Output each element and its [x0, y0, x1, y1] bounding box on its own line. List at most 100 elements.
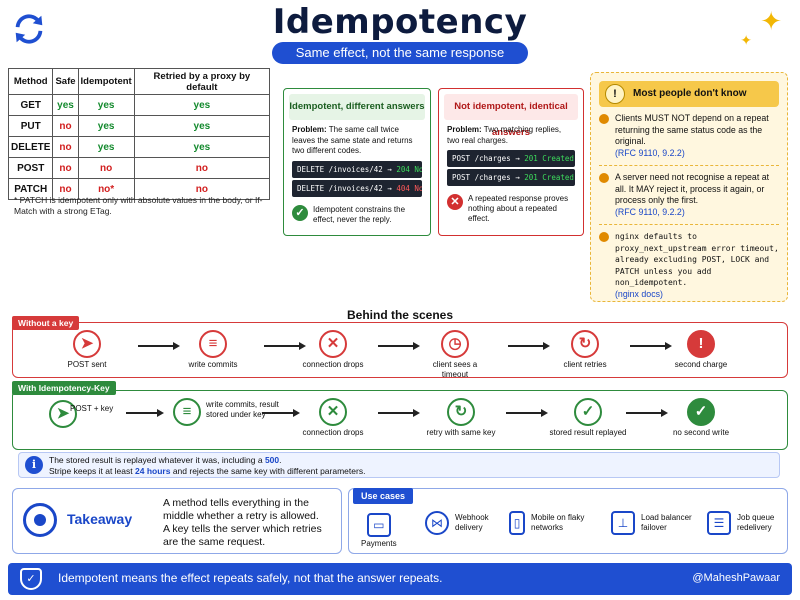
list-item: Clients MUST NOT depend on a repeat retu…	[599, 113, 779, 159]
use-cases-box: Use cases ▭ Payments ⋈ Webhook delivery …	[348, 488, 788, 554]
card-title: Idempotent, different answers	[289, 94, 425, 120]
lightbulb-icon: !	[605, 84, 625, 104]
lane-label-without-key: Without a key	[12, 316, 80, 330]
mobile-icon: ▯	[509, 511, 525, 535]
code-line: DELETE /invoices/42 → 204 No Content	[292, 160, 422, 178]
list-item: A server need not recognise a repeat at …	[599, 172, 779, 218]
card-title: Not idempotent, identical answers	[444, 94, 578, 138]
sync-icon	[15, 14, 43, 44]
cell-safe: no	[52, 115, 79, 137]
sparkle-icon: ✦	[760, 6, 782, 36]
step-connection-drops: ✕ connection drops	[298, 330, 368, 370]
card-problem: Problem: Two matching replies, two real …	[447, 125, 562, 145]
use-case-item: ⊥ Load balancer failover	[611, 511, 697, 535]
table-row: DELETE no yes yes	[7, 136, 271, 158]
cell-idem: yes	[77, 115, 135, 137]
col-safe: Safe	[52, 68, 79, 95]
use-cases-label: Use cases	[353, 488, 414, 504]
database-check-icon: ≡	[172, 398, 202, 428]
database-icon: ≡	[199, 330, 227, 358]
cell-method: GET	[7, 94, 54, 116]
panel-title: ! Most people don't know	[599, 81, 779, 107]
shield-icon: ✓	[20, 568, 42, 590]
step-stored-replayed: ✓ stored result replayed	[548, 398, 628, 438]
info-icon: i	[25, 456, 43, 474]
cell-method: PUT	[7, 115, 54, 137]
step-client-retries: ↻ client retries	[550, 330, 620, 370]
page-subtitle: Same effect, not the same response	[272, 42, 528, 64]
step-post-key: POST + key	[70, 404, 114, 413]
lane-label-with-key: With Idempotency-Key	[12, 381, 116, 395]
database-warning-icon: !	[687, 330, 715, 358]
cross-icon: ✕	[447, 194, 463, 210]
use-case-item: ⋈ Webhook delivery	[425, 511, 499, 535]
sparkle-small-icon: ✦	[740, 32, 752, 48]
col-retried: Retried by a proxy by default	[133, 68, 271, 95]
cell-idem: yes	[77, 94, 135, 116]
step-write-commits: ≡ write commits	[178, 330, 248, 370]
cell-retry: no	[133, 157, 271, 179]
cell-idem: yes	[77, 136, 135, 158]
lane-with-key	[12, 390, 788, 450]
check-icon: ✓	[292, 204, 308, 221]
cell-idem: no*	[77, 178, 135, 200]
network-icon: ⊥	[611, 511, 635, 535]
code-line: DELETE /invoices/42 → 404 Not Found	[292, 179, 422, 197]
card-note: ✕ A repeated response proves nothing abo…	[447, 194, 575, 224]
wifi-off-icon: ✕	[319, 398, 347, 426]
table-row: PATCH no no* no	[7, 178, 271, 200]
cell-safe: no	[52, 136, 79, 158]
info-note: i The stored result is replayed whatever…	[18, 452, 780, 478]
card-idempotent-different: Idempotent, different answers Problem: T…	[283, 88, 431, 236]
credit-card-icon: ▭	[366, 513, 391, 537]
table-row: GET yes yes yes	[7, 94, 271, 116]
method-table: Method Safe Idempotent Retried by a prox…	[7, 68, 271, 200]
step-connection-drops-2: ✕ connection drops	[298, 398, 368, 438]
footer-banner: ✓ Idempotent means the effect repeats sa…	[8, 563, 792, 595]
webhook-icon: ⋈	[425, 511, 449, 535]
takeaway-text: A method tells everything in the middle …	[163, 497, 322, 548]
most-people-dont-know-panel: ! Most people don't know Clients MUST NO…	[590, 72, 788, 302]
step-client-timeout: ◷ client sees a timeout	[420, 330, 490, 379]
cell-retry: yes	[133, 94, 271, 116]
page-title: Idempotency	[272, 2, 528, 42]
col-idempotent: Idempotent	[77, 68, 135, 95]
code-line: POST /charges → 201 Created :ch_2	[447, 169, 575, 186]
author-handle: @MaheshPawaar	[692, 572, 780, 584]
cell-method: POST	[7, 157, 54, 179]
step-second-charge: ! second charge	[666, 330, 736, 370]
table-row: PUT no yes yes	[7, 115, 271, 137]
wifi-off-icon: ✕	[319, 330, 347, 358]
step-write-stored: write commits, result stored under key	[206, 400, 279, 419]
shield-check-icon: ✓	[687, 398, 715, 426]
use-case-item: ▭ Payments	[361, 513, 397, 549]
retry-icon: ↻	[447, 398, 475, 426]
takeaway-label: Takeaway	[67, 511, 133, 527]
list-item: nginx defaults to proxy_next_upstream er…	[599, 231, 779, 300]
cell-safe: yes	[52, 94, 79, 116]
cell-safe: no	[52, 157, 79, 179]
card-note: ✓ Idempotent constrains the effect, neve…	[292, 204, 422, 225]
cell-retry: yes	[133, 115, 271, 137]
table-footnote: * PATCH is idempotent only with absolute…	[14, 195, 263, 216]
cell-idem: no	[77, 157, 135, 179]
paper-plane-icon: ➤	[48, 400, 78, 430]
cell-retry: no	[133, 178, 271, 200]
behind-the-scenes-title: Behind the scenes	[346, 308, 454, 322]
step-retry-same-key: ↻ retry with same key	[426, 398, 496, 438]
paper-plane-icon: ➤	[73, 330, 101, 358]
use-case-item: ☰ Job queue redelivery	[707, 511, 789, 535]
retry-icon: ↻	[571, 330, 599, 358]
table-row: POST no no no	[7, 157, 271, 179]
card-not-idempotent-identical: Not idempotent, identical answers Proble…	[438, 88, 584, 236]
cell-method: DELETE	[7, 136, 54, 158]
document-check-icon: ✓	[574, 398, 602, 426]
col-method: Method	[7, 68, 54, 95]
card-problem: Problem: The same call twice leaves the …	[292, 125, 413, 155]
lane-without-key	[12, 322, 788, 378]
step-post-sent: ➤ POST sent	[52, 330, 122, 370]
use-case-item: ▯ Mobile on flaky networks	[509, 511, 591, 535]
queue-icon: ☰	[707, 511, 731, 535]
cell-method: PATCH	[7, 178, 54, 200]
code-line: POST /charges → 201 Created :ch_1	[447, 150, 575, 167]
